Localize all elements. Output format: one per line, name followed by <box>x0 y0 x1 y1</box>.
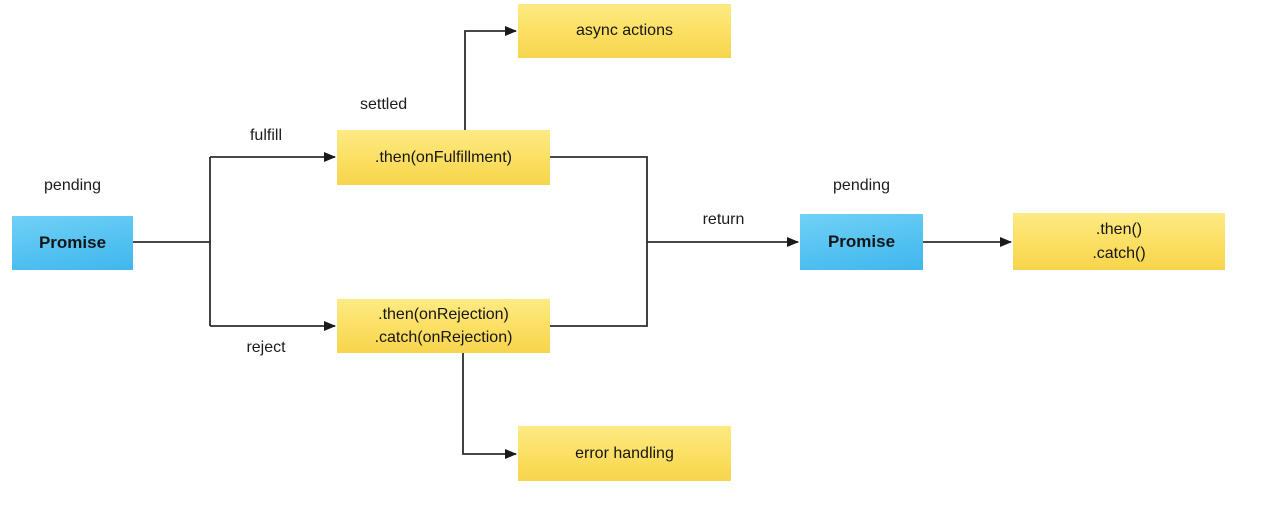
node-promise-right: Promise <box>800 214 923 270</box>
state-label-settled: settled <box>360 96 408 113</box>
node-error-handling-label: error handling <box>575 444 674 462</box>
node-then-line1: .then() <box>1095 221 1143 239</box>
edge-label-reject: reject <box>246 339 286 356</box>
node-promise-left: Promise <box>12 216 133 270</box>
node-then-catch-onrejection: .then(onRejection) .catch(onRejection) <box>337 299 550 353</box>
edge-merge-bracket <box>550 156 648 327</box>
node-then-onfulfillment: .then(onFulfillment) <box>337 130 550 185</box>
edge-to-async-actions-arrow <box>464 26 517 131</box>
node-async-actions-label: async actions <box>576 22 673 40</box>
node-then-catch: .then() .catch() <box>1013 213 1225 270</box>
node-catch-onrejection-line2: .catch(onRejection) <box>374 329 513 346</box>
node-promise-right-label: Promise <box>827 232 896 251</box>
node-error-handling: error handling <box>518 426 731 481</box>
node-catch-line2: .catch() <box>1092 244 1146 262</box>
edge-label-return: return <box>702 211 745 228</box>
edge-label-fulfill: fulfill <box>249 127 282 144</box>
edge-to-error-handling-arrow <box>462 352 517 459</box>
node-then-onrejection-line1: .then(onRejection) <box>378 305 509 323</box>
state-label-pending-left: pending <box>44 177 101 194</box>
node-then-onfulfillment-label: .then(onFulfillment) <box>375 148 512 166</box>
node-async-actions: async actions <box>518 4 731 58</box>
node-promise-left-label: Promise <box>38 233 107 252</box>
state-label-pending-right: pending <box>833 177 890 194</box>
